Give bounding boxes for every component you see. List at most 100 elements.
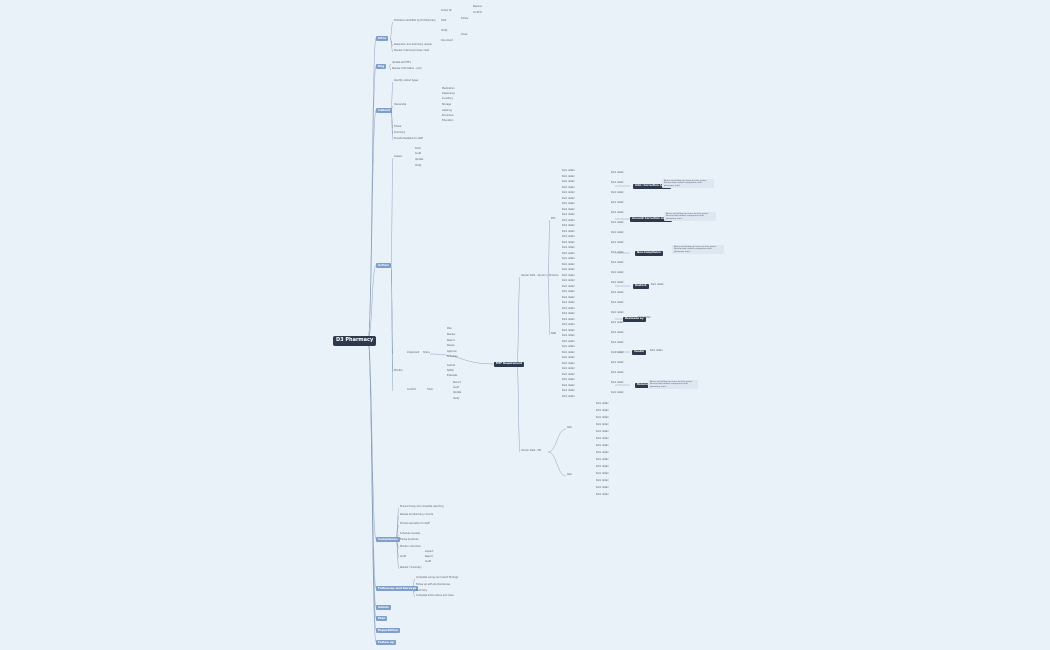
rtc-detail-item[interactable]: Item detail	[562, 394, 575, 398]
rtc-value-item[interactable]: Item detail	[611, 251, 624, 254]
mtf-requirement-node[interactable]: MTF Requirement	[494, 362, 524, 367]
compliance-leaf-2[interactable]: Report	[425, 555, 433, 558]
rtc-detail-item[interactable]: Item detail	[562, 350, 575, 354]
rtc-detail-item[interactable]: Item detail	[562, 389, 575, 392]
intro-leaf-3[interactable]: Follow	[461, 17, 469, 20]
callout-item-2[interactable]: Ownership	[394, 103, 407, 106]
rtc-detail-item[interactable]: Item detail	[562, 196, 575, 200]
sub-dark-2[interactable]: Account Correction Action	[630, 217, 673, 222]
compliance-item-8[interactable]: Results / Summary	[400, 566, 422, 569]
gsa-detail-item[interactable]: Item detail	[596, 423, 609, 426]
intro-sub-2[interactable]: Hold	[441, 19, 447, 22]
branch-expectation[interactable]: Expectation	[376, 628, 401, 634]
rtc-value-item[interactable]: Item detail	[611, 221, 624, 224]
rtc-detail-item[interactable]: Item detail	[562, 378, 575, 381]
rtc-detail-item[interactable]: Item detail	[562, 185, 575, 189]
rtc-detail-item[interactable]: Item detail	[562, 191, 575, 194]
callout-item-3[interactable]: Follow	[394, 125, 402, 128]
action-plan-11[interactable]: Audit	[453, 386, 460, 389]
vendor-data-ci[interactable]: Vendor Data - Vendor in Practice	[521, 274, 559, 277]
rtc-detail-item[interactable]: Item detail	[562, 372, 575, 376]
action-plan-9[interactable]: Evaluate	[447, 374, 458, 377]
rtc-value-item[interactable]: Item detail	[611, 311, 624, 314]
action-sub-1[interactable]: Share	[423, 351, 430, 354]
rtc-value-item[interactable]: Item detail	[611, 231, 624, 234]
rtc-value-item[interactable]: Item detail	[611, 321, 624, 324]
branch-compliance[interactable]: Compliance	[376, 537, 400, 543]
vendor-data-pm[interactable]: Vendor Data - PM	[521, 449, 541, 452]
rtc-value-item[interactable]: Item detail	[611, 181, 624, 184]
rtc-value-item[interactable]: Item detail	[611, 211, 624, 214]
rtc-value-item[interactable]: Item detail	[611, 271, 624, 274]
rtc-detail-item[interactable]: Item detail	[562, 290, 575, 293]
gsa-detail-item[interactable]: Item detail	[596, 451, 609, 454]
action-plan-13[interactable]: Verify	[453, 397, 460, 400]
gsa-detail-item[interactable]: Item detail	[596, 486, 609, 489]
rtc-node[interactable]: RTC	[551, 217, 556, 220]
intro-item-3[interactable]: Review: Internal process / lead	[394, 49, 430, 52]
rtc-detail-item[interactable]: Item detail	[562, 306, 575, 310]
action-sub-2[interactable]: Track	[427, 388, 434, 391]
gsa-detail-item[interactable]: Item detail	[596, 409, 609, 412]
rtc-detail-item[interactable]: Item detail	[562, 174, 575, 178]
callout-leaf-1[interactable]: Medication	[442, 87, 455, 90]
action-plan-5[interactable]: Approve	[447, 350, 457, 353]
rtc-value-item[interactable]: Item detail	[611, 381, 624, 384]
branch-plan[interactable]: Plan	[376, 616, 388, 622]
gsa-detail-item[interactable]: Item detail	[596, 465, 609, 468]
callout-leaf-4[interactable]: Storage	[442, 103, 451, 106]
rtc-value-item[interactable]: Item detail	[611, 371, 624, 374]
gsa-node-1[interactable]: GSA	[567, 426, 572, 429]
action-leaf-3[interactable]: Update	[415, 158, 424, 161]
action-item-4[interactable]: Confirm	[407, 388, 417, 391]
rtc-value-item[interactable]: Item detail	[611, 391, 624, 394]
action-plan-2[interactable]: Review	[447, 333, 456, 336]
compliance-item-5[interactable]: Follow protocols	[400, 538, 419, 541]
rtc-value-item[interactable]: Item detail	[611, 361, 624, 364]
intro-item-2[interactable]: Resolution and pharmacy review	[394, 43, 432, 46]
rtc-detail-item[interactable]: Item detail	[562, 383, 575, 387]
rtc-detail-item[interactable]: Item detail	[562, 367, 575, 370]
compliance-leaf-3[interactable]: Audit	[425, 560, 432, 563]
intro-leaf-2[interactable]: Confirm	[473, 11, 483, 14]
gsa-detail-item[interactable]: Item detail	[596, 479, 609, 482]
sub-dark-4[interactable]: Restock	[633, 284, 649, 289]
action-plan-10[interactable]: Record	[453, 381, 461, 384]
rtc-detail-item[interactable]: Item detail	[562, 361, 575, 365]
gsa-detail-item[interactable]: Item detail	[596, 458, 609, 461]
callout-leaf-2[interactable]: Dispensing	[442, 92, 455, 95]
rtc-detail-item[interactable]: Item detail	[562, 235, 575, 238]
rtc-value-item[interactable]: Item detail	[611, 331, 624, 334]
compliance-item-4[interactable]: Schedule reviews	[400, 532, 421, 535]
gsa-detail-item[interactable]: Item detail	[596, 493, 609, 496]
rtc-detail-item[interactable]: Item detail	[562, 257, 575, 260]
sub-dark-6[interactable]: Vendor	[632, 350, 647, 355]
rtc-value-item[interactable]: Item detail	[611, 241, 624, 244]
eng-item-2[interactable]: Review information - prior	[392, 67, 422, 70]
callout-item-1[interactable]: Identify callout types	[394, 79, 419, 82]
intro-item-1[interactable]: Problems identified by D3 Pharmacy	[394, 19, 436, 22]
gsa-node-2[interactable]: GSA	[567, 473, 572, 476]
rtc-detail-item[interactable]: Item detail	[562, 224, 575, 227]
follow-item-4[interactable]: Complete action items and close	[416, 594, 454, 597]
rtc-detail-item[interactable]: Item detail	[562, 207, 575, 211]
branch-follow-up-surveys[interactable]: Follow-up and Surveys	[376, 586, 419, 592]
action-leaf-2[interactable]: Audit	[415, 152, 422, 155]
rtc-detail-item[interactable]: Item detail	[562, 317, 575, 321]
follow-item-1[interactable]: Complete survey and report findings	[416, 576, 459, 579]
rtc-detail-item[interactable]: Item detail	[562, 345, 575, 348]
gsa-detail-item[interactable]: Item detail	[596, 472, 609, 475]
rtc-detail-item[interactable]: Item detail	[562, 312, 575, 315]
sub-dark-3[interactable]: Non-Compliance	[635, 251, 663, 256]
compliance-item-3[interactable]: Provide education to staff	[400, 522, 430, 525]
rtc-detail-item[interactable]: Item detail	[562, 334, 575, 337]
intro-sub-4[interactable]: Document	[441, 39, 453, 42]
rtc-detail-item[interactable]: Item detail	[562, 202, 575, 205]
action-plan-3[interactable]: Report	[447, 339, 455, 342]
action-leaf-1[interactable]: Track	[415, 147, 422, 150]
rtc-value-item[interactable]: Item detail	[611, 341, 624, 344]
action-plan-8[interactable]: Notify	[447, 369, 454, 372]
intro-leaf-4[interactable]: Close	[461, 33, 468, 36]
rtc-detail-item[interactable]: Item detail	[562, 273, 575, 277]
rtc-detail-item[interactable]: Item detail	[562, 295, 575, 299]
